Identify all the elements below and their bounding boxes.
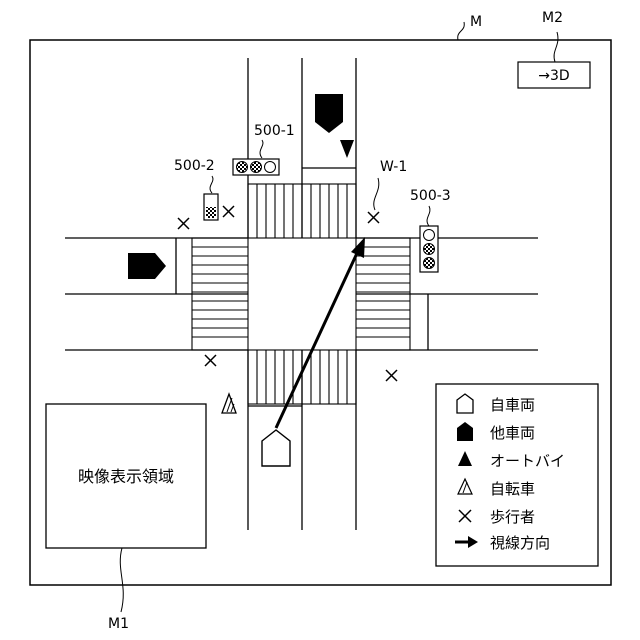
- signal-3-leader: [427, 206, 430, 226]
- legend: 自車両 他車両 オートバイ 自転車 歩行者 視線方向: [436, 384, 598, 566]
- legend-label: 歩行者: [490, 508, 535, 526]
- pedestrian-icon[interactable]: [178, 218, 189, 229]
- motorcycle-icon[interactable]: [340, 140, 354, 158]
- own-vehicle-icon[interactable]: [262, 430, 290, 466]
- pedestrian-icon[interactable]: [386, 370, 397, 381]
- screen-ref-leader: [458, 22, 465, 40]
- crosswalk-north: [248, 184, 356, 238]
- legend-label: 自転車: [490, 480, 535, 498]
- pedestrian-icon[interactable]: [223, 206, 234, 217]
- legend-label: 自車両: [490, 396, 535, 414]
- traffic-signal-icon[interactable]: [420, 226, 438, 272]
- signal-1-leader: [260, 140, 263, 158]
- legend-label: 他車両: [490, 424, 535, 442]
- signal-1-label: 500-1: [254, 123, 295, 139]
- legend-item-other-vehicle: 他車両: [457, 422, 535, 442]
- switch-3d-button-label: →3D: [538, 68, 569, 84]
- pedestrian-signal-icon[interactable]: [204, 194, 218, 220]
- pedestrian-target-label: W-1: [380, 159, 407, 175]
- crosswalk-south: [248, 350, 356, 404]
- button-ref-label: M2: [542, 10, 563, 26]
- bicycle-icon[interactable]: [222, 394, 236, 413]
- signal-2-label: 500-2: [174, 158, 215, 174]
- signal-3-label: 500-3: [410, 188, 451, 204]
- legend-label: 視線方向: [490, 534, 550, 552]
- traffic-signal-icon[interactable]: [233, 159, 279, 175]
- signal-2-leader: [210, 176, 213, 193]
- legend-label: オートバイ: [490, 452, 565, 470]
- button-ref-leader: [554, 32, 558, 62]
- video-display-area[interactable]: 映像表示領域: [46, 404, 206, 548]
- pedestrian-icon[interactable]: [368, 212, 379, 223]
- switch-3d-button[interactable]: →3D: [518, 62, 590, 88]
- other-vehicle-icon[interactable]: [315, 94, 343, 133]
- video-ref-leader: [120, 548, 123, 612]
- video-display-label: 映像表示領域: [78, 467, 174, 486]
- pedestrian-target-leader: [374, 178, 379, 210]
- screen-ref-label: M: [470, 14, 482, 30]
- video-ref-label: M1: [108, 616, 129, 632]
- legend-item-own-vehicle: 自車両: [457, 394, 535, 414]
- other-vehicle-icon[interactable]: [128, 253, 166, 279]
- pedestrian-icon[interactable]: [205, 355, 216, 366]
